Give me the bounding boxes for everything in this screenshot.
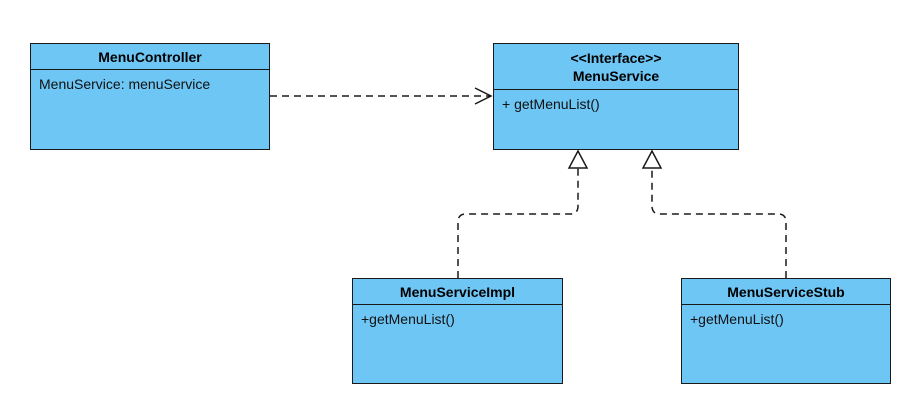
class-name: MenuController (98, 48, 202, 65)
class-members: +getMenuList() (353, 305, 562, 333)
open-arrowhead (474, 87, 493, 105)
class-name: MenuService (572, 67, 660, 84)
class-members: + getMenuList() (494, 90, 738, 118)
class-menu-controller[interactable]: MenuController MenuService: menuService (30, 43, 270, 150)
hollow-triangle-arrowhead (567, 149, 589, 169)
hollow-triangle-arrowhead (641, 149, 663, 169)
class-method: +getMenuList() (361, 311, 455, 327)
class-header: MenuServiceStub (682, 279, 890, 305)
class-members: MenuService: menuService (31, 70, 269, 98)
class-name: MenuServiceStub (727, 283, 845, 300)
class-stereotype: <<Interface>> (570, 49, 662, 66)
class-header: MenuServiceImpl (353, 279, 562, 305)
class-name: MenuServiceImpl (399, 283, 516, 300)
class-attribute: MenuService: menuService (39, 76, 211, 92)
realization-edge-impl (457, 149, 589, 278)
interface-menu-service[interactable]: <<Interface>> MenuService + getMenuList(… (493, 43, 739, 150)
class-menu-service-stub[interactable]: MenuServiceStub +getMenuList() (681, 278, 891, 384)
class-method: +getMenuList() (690, 311, 784, 327)
class-menu-service-impl[interactable]: MenuServiceImpl +getMenuList() (352, 278, 563, 384)
dependency-edge (270, 87, 493, 105)
realization-edge-stub (641, 149, 787, 278)
class-header: MenuController (31, 44, 269, 70)
class-members: +getMenuList() (682, 305, 890, 333)
class-header: <<Interface>> MenuService (494, 44, 738, 90)
class-method: + getMenuList() (502, 96, 600, 112)
